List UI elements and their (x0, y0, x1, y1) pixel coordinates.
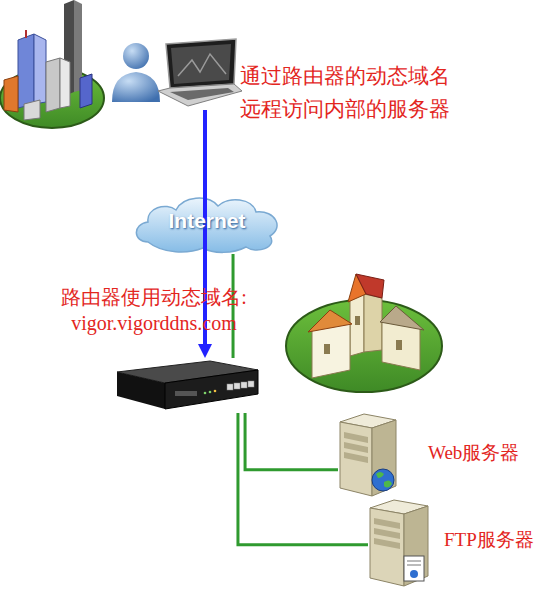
router-led (209, 391, 212, 394)
house-roof (308, 310, 352, 332)
laptop-screen (166, 39, 236, 88)
router-led (204, 392, 207, 395)
connector-line (245, 413, 338, 470)
document-icon (404, 556, 424, 581)
node-label: Web服务器 (428, 441, 548, 465)
node-label: FTP服务器 (444, 528, 553, 552)
internet-cloud: Internet (128, 192, 286, 254)
document-line (407, 565, 421, 566)
network-link (238, 413, 368, 545)
antenna (25, 30, 27, 38)
house-roof (380, 306, 424, 330)
network-link (245, 413, 338, 470)
router-port (234, 383, 240, 389)
document-badge (410, 570, 418, 578)
node-label: Internet (128, 208, 286, 234)
drive-bay (344, 452, 368, 463)
server-side (404, 506, 428, 586)
city-illustration (0, 0, 104, 128)
grey-building-side (60, 58, 70, 108)
screen-image (178, 54, 226, 76)
router-badge (175, 391, 197, 396)
blue-building-side (34, 34, 46, 104)
orange-building (4, 76, 18, 112)
server-side (372, 420, 396, 496)
drive-bay (344, 432, 368, 443)
small-building (80, 74, 92, 108)
server-front (370, 508, 404, 586)
router-port (227, 384, 233, 390)
node-label: 通过路由器的动态域名 远程访问内部的服务器 (240, 60, 462, 126)
access-arrow (198, 110, 212, 358)
connector-line (238, 413, 368, 545)
ftp-server-icon (368, 498, 432, 588)
church-tower-side (364, 294, 382, 352)
ftp-server: FTP服务器 (368, 498, 432, 588)
globe (372, 469, 394, 491)
drive-bay (374, 528, 400, 539)
drive-bay (344, 442, 368, 453)
window (324, 344, 330, 354)
arrow-head (198, 344, 212, 358)
drive-bay (374, 518, 400, 529)
blue-building (18, 34, 34, 108)
window (396, 340, 402, 350)
drive-bay (374, 538, 400, 549)
spire-side (356, 274, 384, 298)
connector-line (232, 254, 235, 358)
router-led (214, 390, 217, 393)
user-head (123, 43, 149, 69)
router-port (241, 382, 247, 388)
user-laptop-icon (108, 38, 243, 110)
network-link (233, 254, 234, 358)
router-port (248, 381, 254, 387)
laptop-base (158, 84, 242, 106)
laptop-display (171, 44, 231, 84)
grey-building (46, 58, 60, 112)
globe-land (376, 472, 392, 488)
connector-line (203, 110, 207, 348)
web-server: Web服务器 (338, 412, 400, 497)
window (355, 316, 360, 325)
router-front (117, 372, 165, 409)
router-side (165, 370, 258, 409)
village-illustration (286, 274, 442, 392)
client-laptop: 通过路由器的动态域名 远程访问内部的服务器 (108, 38, 243, 110)
laptop-keyboard (170, 88, 234, 100)
low-building (24, 100, 40, 120)
user-body (112, 72, 160, 102)
church-tower (350, 294, 364, 356)
server-front (340, 422, 372, 496)
router-icon (115, 358, 260, 413)
web-server-icon (338, 412, 400, 497)
router: 路由器使用动态域名: vigor.vigorddns.com (115, 358, 260, 413)
document-line (407, 561, 421, 562)
node-label: 路由器使用动态域名: vigor.vigorddns.com (43, 284, 265, 336)
